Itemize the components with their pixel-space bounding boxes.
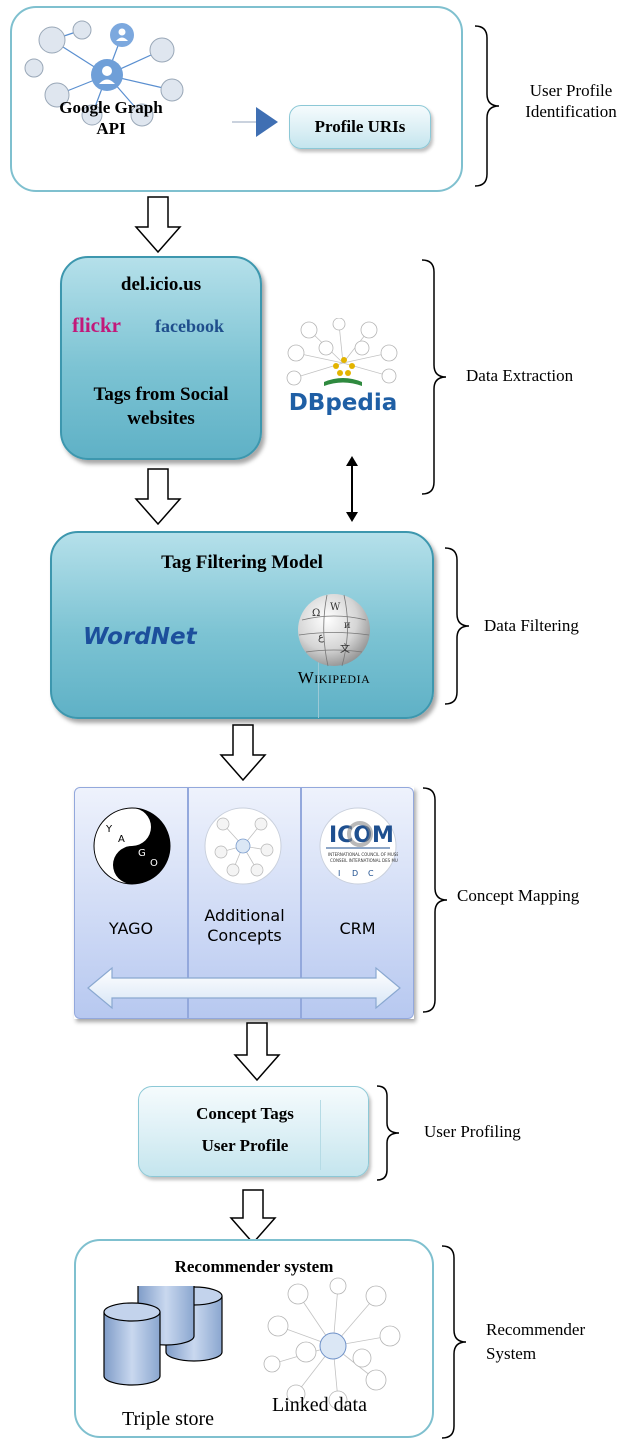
recommender-system-title: Recommender system	[174, 1257, 334, 1276]
divider-line	[318, 622, 319, 718]
google-graph-api-label: Google Graph API	[59, 98, 163, 138]
wikipedia-label: Wikipedia	[297, 668, 371, 687]
svg-text:DBpedia: DBpedia	[289, 390, 398, 416]
down-arrow-icon	[134, 468, 182, 526]
user-profile-box	[138, 1086, 369, 1177]
bracket-1	[474, 25, 500, 187]
bidirectional-arrow-icon	[346, 456, 358, 522]
flickr-label: flickr	[72, 313, 121, 337]
delicious-label: del.icio.us	[120, 274, 202, 295]
tags-from-social-websites-label: Tags from Social websites	[93, 384, 229, 429]
bracket-label-user-profile-identification: User Profile Identification	[525, 81, 617, 121]
bracket-6	[441, 1245, 467, 1439]
additional-concepts-label: Additional Concepts	[204, 906, 285, 945]
concept-graph-icon	[204, 807, 282, 885]
bracket-label-data-extraction: Data Extraction	[466, 366, 574, 385]
crm-label: CRM	[339, 919, 376, 938]
bracket-label-user-profiling: User Profiling	[424, 1122, 521, 1141]
bracket-label-recommender-system: Recommender System	[486, 1320, 586, 1363]
down-arrow-icon	[134, 196, 182, 254]
triple-store-label: Triple store	[122, 1408, 215, 1430]
svg-text:Y: Y	[105, 824, 113, 835]
bracket-5	[376, 1085, 400, 1181]
social-graph-icon	[24, 20, 184, 127]
down-arrow-icon	[229, 1189, 277, 1245]
svg-text:W: W	[330, 602, 341, 613]
yago-logo-icon: YA GO	[93, 807, 171, 885]
concept-tags-label: Concept Tags	[196, 1104, 294, 1123]
wordnet-label: WordNet	[83, 624, 197, 650]
user-profile-label: User Profile	[201, 1136, 289, 1155]
bracket-label-data-filtering: Data Filtering	[484, 616, 579, 635]
profile-uris-box: Profile URIs	[289, 105, 431, 149]
yago-label: YAGO	[108, 919, 154, 938]
svg-text:I: I	[338, 869, 340, 878]
bracket-label-concept-mapping: Concept Mapping	[457, 886, 580, 905]
down-arrow-icon	[233, 1022, 281, 1082]
linked-data-graph-icon	[263, 1277, 401, 1410]
svg-text:C: C	[368, 869, 374, 878]
arrow-right-icon	[232, 107, 278, 137]
bracket-4	[422, 787, 448, 1013]
horizontal-double-arrow-icon	[87, 966, 401, 1010]
down-arrow-icon	[219, 724, 267, 782]
facebook-label: facebook	[155, 316, 224, 336]
social-tags-box	[60, 256, 262, 460]
wikipedia-globe-icon: ΩWи ع 文	[298, 594, 370, 667]
bracket-2	[421, 259, 447, 495]
bracket-3	[444, 547, 470, 705]
svg-text:INTERNATIONAL COUNCIL OF MUSEU: INTERNATIONAL COUNCIL OF MUSEUMS	[328, 852, 398, 857]
svg-text:文: 文	[340, 642, 350, 655]
dbpedia-icon: DBpedia	[286, 318, 398, 416]
profile-uris-label: Profile URIs	[314, 117, 406, 136]
tag-filtering-model-title: Tag Filtering Model	[161, 552, 323, 573]
tag-filtering-model-box	[50, 531, 434, 719]
svg-text:G: G	[138, 848, 146, 859]
svg-text:и: и	[344, 620, 351, 631]
svg-text:O: O	[150, 858, 158, 869]
wikipedia-wordmark: Wikipedia	[282, 668, 386, 688]
svg-text:D: D	[352, 869, 358, 878]
svg-text:ع: ع	[318, 632, 324, 643]
svg-text:CONSEIL INTERNATIONAL DES MUSE: CONSEIL INTERNATIONAL DES MUSEES	[330, 858, 398, 863]
divider-line	[320, 1100, 321, 1170]
linked-data-label: Linked data	[272, 1394, 367, 1416]
svg-text:A: A	[118, 834, 125, 845]
database-cylinders-icon	[103, 1286, 223, 1386]
svg-text:Ω: Ω	[312, 608, 320, 619]
crm-logo-icon: ICOM INTERNATIONAL COUNCIL OF MUSEUMS CO…	[319, 807, 398, 885]
